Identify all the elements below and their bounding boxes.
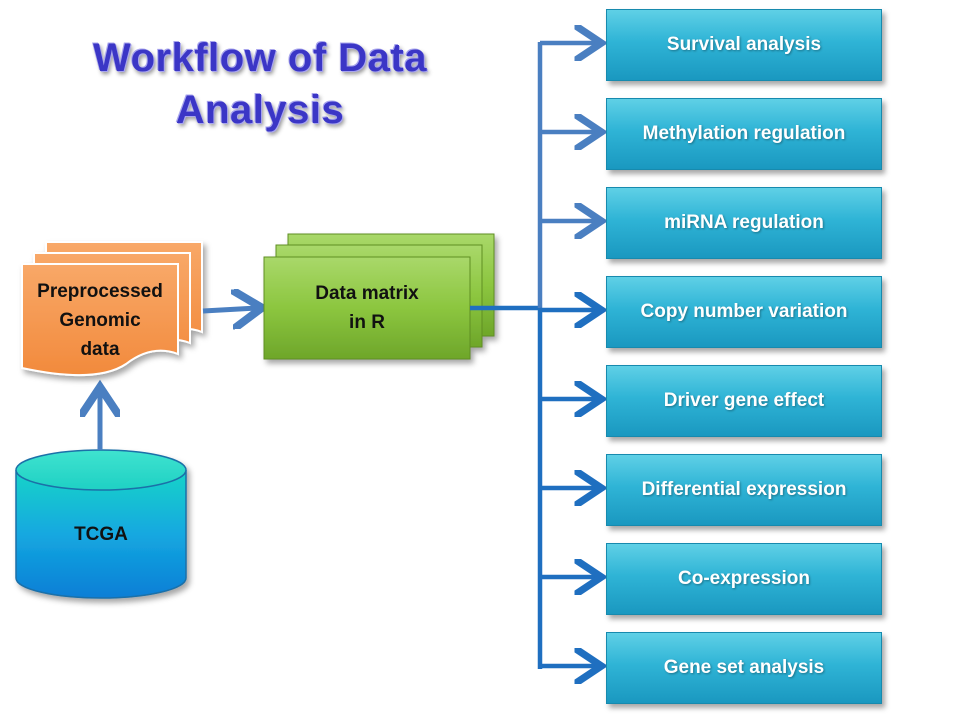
- analysis-box-1: Survival analysis: [606, 9, 882, 81]
- analysis-label: miRNA regulation: [664, 212, 824, 233]
- preprocessed-documents: [21, 241, 203, 377]
- analysis-label: Gene set analysis: [663, 657, 825, 678]
- analysis-label: Methylation regulation: [642, 123, 846, 144]
- analysis-box-7: Co-expression: [606, 543, 882, 615]
- analysis-box-2: Methylation regulation: [606, 98, 882, 170]
- analysis-box-8: Gene set analysis: [606, 632, 882, 704]
- tcga-label-text: TCGA: [74, 524, 128, 545]
- preprocessed-line-3: data: [80, 338, 120, 360]
- analysis-box-3: miRNA regulation: [606, 187, 882, 259]
- preprocessed-line-2: Genomic: [59, 309, 141, 331]
- analysis-label: Differential expression: [641, 479, 847, 500]
- matrix-label: Data matrix in R: [264, 276, 470, 340]
- preprocessed-label: Preprocessed Genomic data: [22, 274, 178, 366]
- analysis-label: Survival analysis: [666, 34, 822, 55]
- analysis-box-6: Differential expression: [606, 454, 882, 526]
- title-line-2: Analysis: [175, 88, 345, 132]
- title-line-1: Workflow of Data: [93, 36, 427, 80]
- analysis-label: Driver gene effect: [663, 390, 825, 411]
- data-matrix-stack: [263, 233, 495, 360]
- arrow-preprocessed-to-matrix: [202, 308, 257, 311]
- tcga-label: TCGA: [16, 510, 186, 560]
- analysis-box-5: Driver gene effect: [606, 365, 882, 437]
- preprocessed-line-1: Preprocessed: [37, 280, 163, 302]
- matrix-line-2: in R: [349, 312, 385, 333]
- analysis-box-4: Copy number variation: [606, 276, 882, 348]
- matrix-line-1: Data matrix: [315, 283, 419, 304]
- branch-arrows: [540, 43, 597, 666]
- analysis-label: Copy number variation: [640, 301, 848, 322]
- analysis-label: Co-expression: [678, 568, 810, 589]
- diagram-title: Workflow of Data Analysis: [40, 32, 480, 136]
